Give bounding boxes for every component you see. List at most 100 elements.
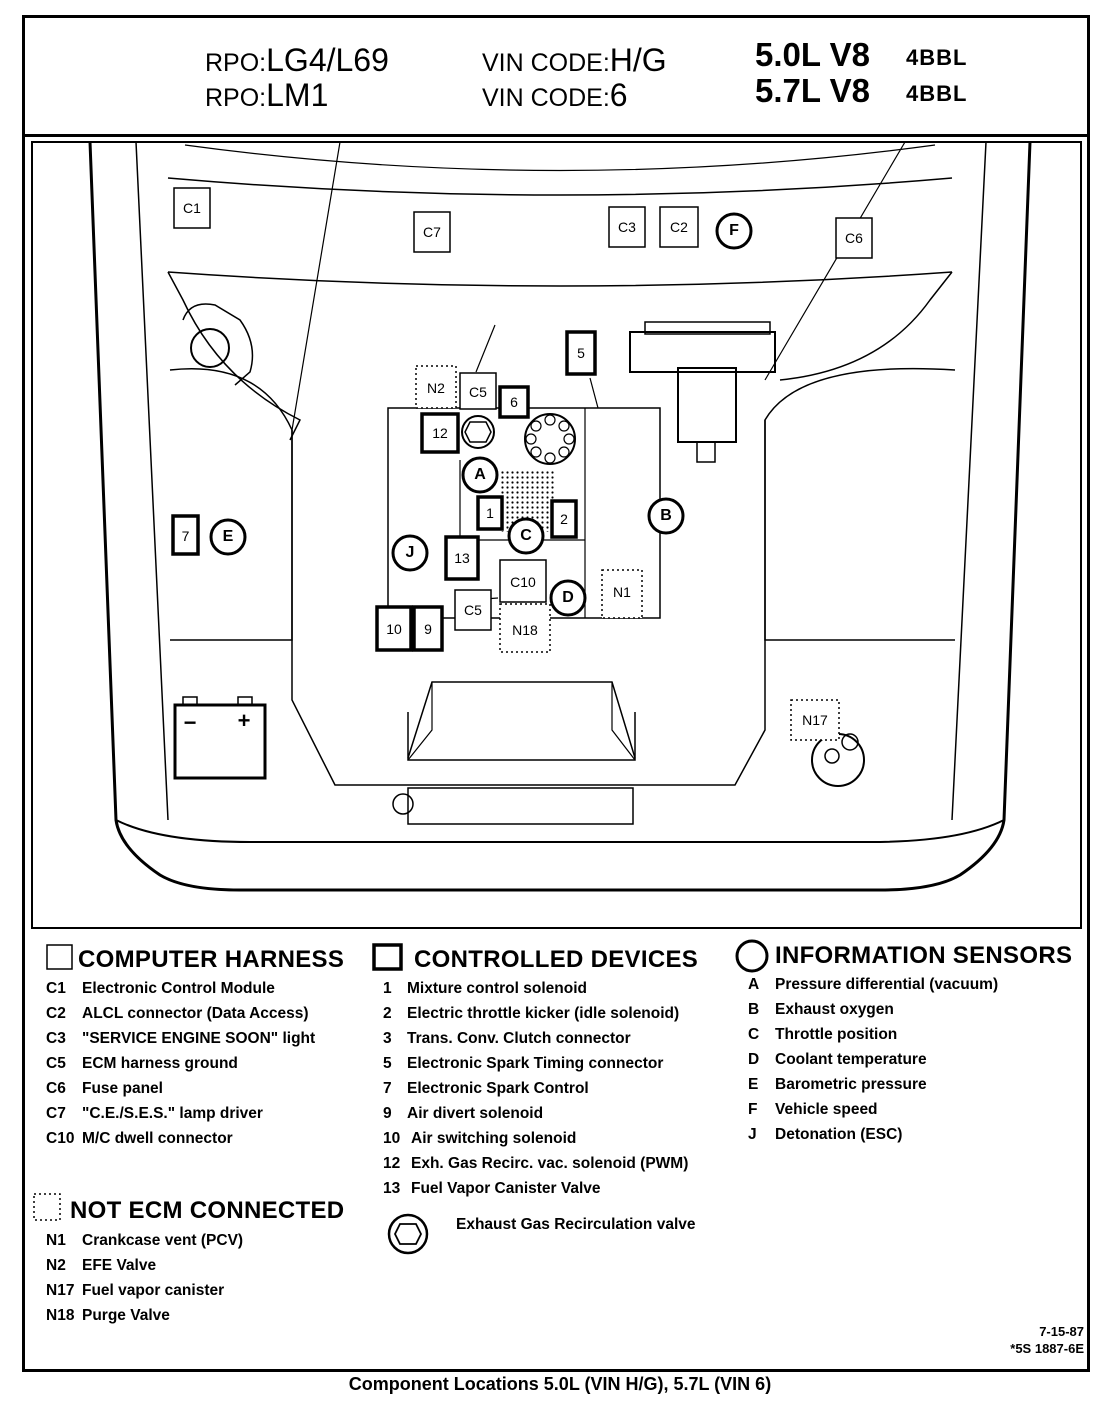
vin-value: H/G bbox=[609, 42, 667, 78]
battery bbox=[173, 703, 267, 780]
label-c: C bbox=[520, 527, 532, 544]
legend-code: 13 bbox=[383, 1180, 401, 1197]
label-j: J bbox=[405, 544, 415, 561]
label-d1: 1 bbox=[486, 505, 494, 521]
box-d10 bbox=[375, 605, 413, 652]
carb-1: 4BBL bbox=[906, 45, 968, 70]
rpo-line-1: RPO:LG4/L69 bbox=[205, 42, 389, 79]
controlled-devices-title: CONTROLLED DEVICES bbox=[414, 946, 699, 973]
legend-code: N2 bbox=[46, 1257, 66, 1274]
figure-caption: Component Locations 5.0L (VIN H/G), 5.7L… bbox=[348, 1374, 772, 1394]
legend-text: Air divert solenoid bbox=[407, 1105, 544, 1122]
box-c1 bbox=[173, 187, 211, 229]
legend-code: B bbox=[748, 1001, 760, 1018]
legend-code: 10 bbox=[383, 1130, 401, 1147]
label-n17: N17 bbox=[802, 712, 828, 728]
legend-text: Barometric pressure bbox=[775, 1076, 927, 1093]
label-c5-top: C5 bbox=[469, 384, 487, 400]
circle-j bbox=[391, 534, 429, 572]
label-n2: N2 bbox=[427, 380, 445, 396]
legend-text: Electronic Spark Control bbox=[407, 1080, 589, 1097]
legend-row: N18 Purge Valve bbox=[46, 1307, 170, 1325]
vin-line-2: VIN CODE:6 bbox=[482, 77, 628, 114]
circle-d bbox=[549, 579, 587, 617]
legend-row: N2 EFE Valve bbox=[46, 1257, 156, 1275]
box-d2 bbox=[550, 499, 578, 539]
legend-text: Detonation (ESC) bbox=[775, 1126, 903, 1143]
legend-code: N17 bbox=[46, 1282, 75, 1299]
engine-1: 5.0L V8 bbox=[755, 36, 870, 73]
legend-code: C10 bbox=[46, 1130, 75, 1147]
label-d12: 12 bbox=[432, 425, 448, 441]
legend-row: 1 Mixture control solenoid bbox=[383, 980, 587, 998]
circle-a bbox=[461, 456, 499, 494]
legend-code: 3 bbox=[383, 1030, 392, 1047]
label-c5-bot: C5 bbox=[464, 602, 482, 618]
rpo-value: LM1 bbox=[266, 77, 329, 113]
label-d: D bbox=[562, 589, 574, 606]
label-d6: 6 bbox=[510, 394, 518, 410]
legend-code: C bbox=[748, 1026, 760, 1043]
box-d12 bbox=[420, 412, 460, 454]
label-c7: C7 bbox=[423, 224, 441, 240]
legend-text: Mixture control solenoid bbox=[407, 980, 587, 997]
legend-code: C3 bbox=[46, 1030, 66, 1047]
legend-text: Exh. Gas Recirc. vac. solenoid (PWM) bbox=[411, 1155, 689, 1172]
label-d5: 5 bbox=[577, 345, 585, 361]
box-c10 bbox=[499, 559, 547, 603]
box-c7 bbox=[413, 211, 451, 253]
battery-minus: − bbox=[183, 710, 197, 735]
legend-code: D bbox=[748, 1051, 760, 1068]
egr-valve bbox=[461, 415, 495, 449]
engine-outline bbox=[291, 420, 766, 786]
vin-label: VIN CODE: bbox=[482, 49, 610, 77]
legend-text: ALCL connector (Data Access) bbox=[82, 1005, 309, 1022]
label-c2: C2 bbox=[670, 219, 688, 235]
vin-label: VIN CODE: bbox=[482, 84, 610, 112]
box-d7 bbox=[171, 514, 200, 556]
label-n1: N1 bbox=[613, 584, 631, 600]
label-f: F bbox=[729, 222, 739, 239]
legend-text: Purge Valve bbox=[82, 1307, 170, 1324]
vin-value: 6 bbox=[609, 77, 628, 113]
legend-text: EFE Valve bbox=[82, 1257, 157, 1274]
legend-row: C3 "SERVICE ENGINE SOON" light bbox=[46, 1030, 315, 1048]
legend-text: Coolant temperature bbox=[775, 1051, 927, 1068]
label-c6: C6 bbox=[845, 230, 863, 246]
carb-2: 4BBL bbox=[906, 81, 968, 106]
right-wheel-well bbox=[764, 367, 956, 641]
legend-text: Fuel vapor canister bbox=[82, 1282, 225, 1299]
legend-text: Vehicle speed bbox=[775, 1101, 878, 1118]
legend-row: N17 Fuel vapor canister bbox=[46, 1282, 224, 1300]
legend-code: C5 bbox=[46, 1055, 66, 1072]
information-sensors-title: INFORMATION SENSORS bbox=[775, 942, 1073, 969]
legend-code: N18 bbox=[46, 1307, 75, 1324]
label-d10: 10 bbox=[386, 621, 402, 637]
battery-plus: + bbox=[237, 708, 251, 733]
legend-code: C1 bbox=[46, 980, 66, 997]
circle-f bbox=[715, 212, 753, 250]
header-box bbox=[22, 15, 1090, 137]
legend-row: C2 ALCL connector (Data Access) bbox=[46, 1005, 309, 1023]
box-c3 bbox=[608, 206, 646, 248]
engine-2: 5.7L V8 bbox=[755, 72, 870, 109]
label-d13: 13 bbox=[454, 550, 470, 566]
legend-code: 1 bbox=[383, 980, 392, 997]
legend-text: "SERVICE ENGINE SOON" light bbox=[82, 1030, 316, 1047]
circle-c bbox=[507, 517, 545, 555]
legend-code: 12 bbox=[383, 1155, 401, 1172]
box-n18 bbox=[499, 603, 551, 653]
legend-text: Pressure differential (vacuum) bbox=[775, 976, 999, 993]
body-outline bbox=[88, 141, 1032, 892]
rpo-value: LG4/L69 bbox=[266, 42, 389, 78]
diagram-box bbox=[31, 141, 1082, 929]
legend-code: C2 bbox=[46, 1005, 66, 1022]
